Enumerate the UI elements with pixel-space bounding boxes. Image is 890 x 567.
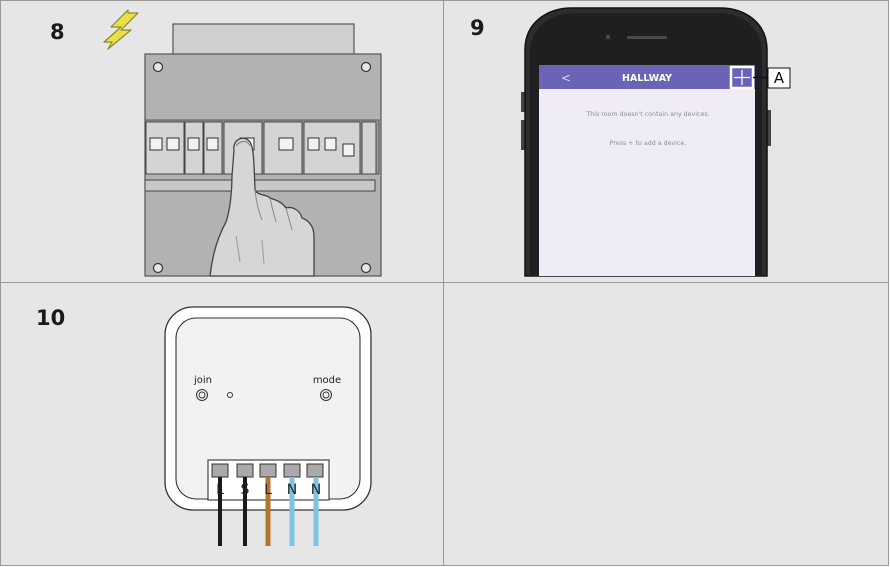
hand-pressing-switch (209, 137, 315, 277)
phone-header-bar (539, 65, 755, 89)
fuse-box-illustration (103, 9, 382, 277)
screen-title: HALLWAY (622, 73, 672, 84)
callout-label: A (774, 69, 785, 87)
mode-label: mode (313, 375, 341, 386)
add-device-hint: Press + to add a device. (610, 140, 687, 147)
terminal-label: L (216, 482, 224, 498)
terminal-label: L (264, 482, 272, 498)
plus-icon[interactable] (729, 65, 755, 90)
status-led (227, 392, 233, 398)
terminal-label: N (287, 482, 297, 498)
phone-illustration (521, 7, 771, 277)
step-number-9: 9 (470, 16, 485, 40)
switch-module-illustration (164, 306, 372, 546)
terminal-label: S (241, 482, 250, 498)
callout-label-box (767, 67, 791, 89)
step-number-10: 10 (36, 306, 66, 330)
back-chevron-icon[interactable]: < (561, 71, 571, 85)
grid-divider-vertical (443, 0, 444, 566)
empty-room-message: This room doesn't contain any devices. (585, 111, 709, 118)
step-number-8: 8 (50, 20, 65, 44)
lightning-icon (103, 9, 139, 50)
grid-divider-horizontal (0, 282, 889, 283)
join-label: join (193, 375, 212, 386)
terminal-label: N (311, 482, 321, 498)
